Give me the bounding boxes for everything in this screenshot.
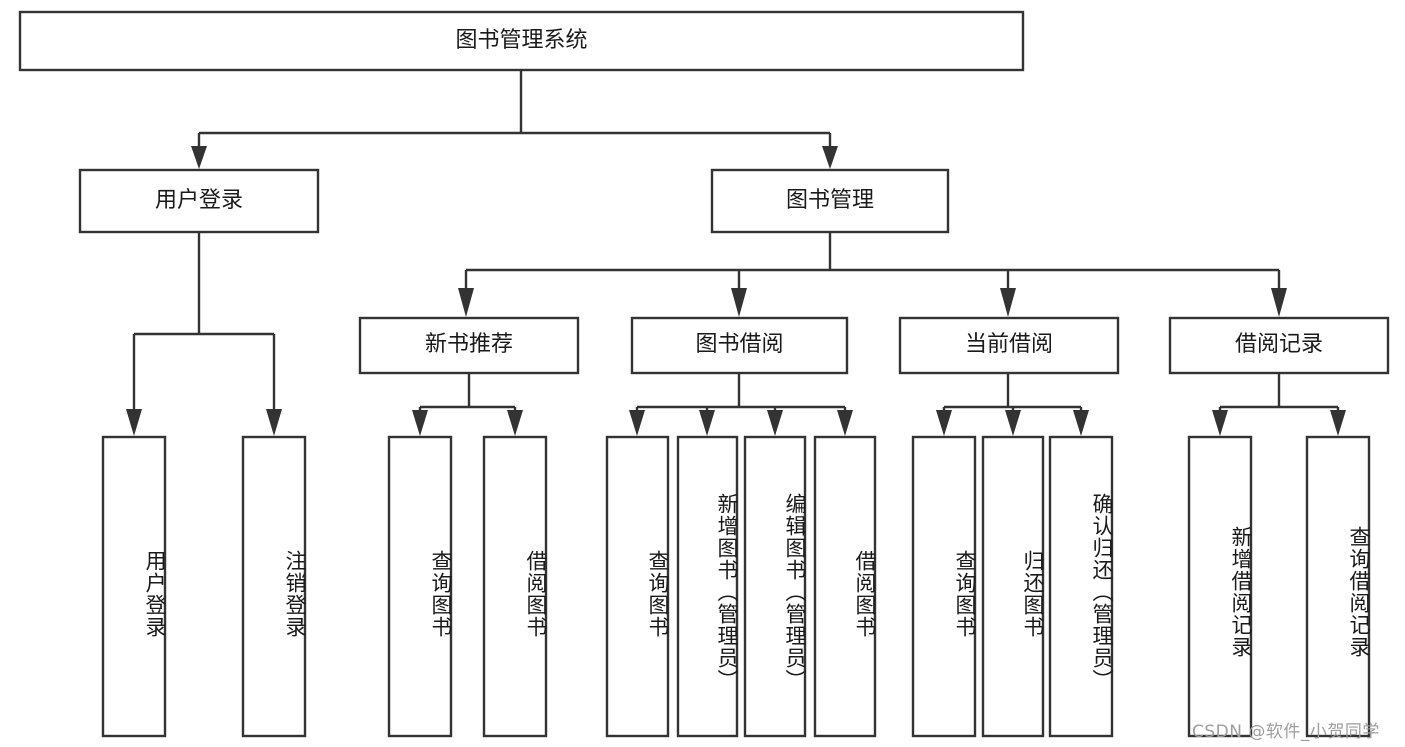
- arrow-leaf-1: [266, 409, 282, 436]
- connectors-borrowrecord-to-leaves: [1212, 373, 1346, 436]
- node-box-book-borrow[interactable]: [630, 316, 849, 375]
- arrow-to-current-borrow: [1000, 288, 1016, 317]
- arrow-leaf-2: [412, 410, 428, 436]
- leaf-box-7[interactable]: [813, 435, 877, 738]
- connectors-currentborrow-to-leaves: [936, 373, 1089, 436]
- node-box-new-book-recommend[interactable]: [358, 316, 580, 375]
- arrow-to-book-management: [822, 146, 838, 169]
- arrow-leaf-10: [1073, 410, 1089, 436]
- arrow-leaf-7: [837, 410, 853, 436]
- node-box-user-login[interactable]: [78, 168, 320, 234]
- connectors-bookborrow-to-leaves: [629, 373, 853, 436]
- leaf-box-3[interactable]: [482, 435, 548, 738]
- arrow-leaf-4: [629, 410, 645, 436]
- arrow-leaf-5: [699, 410, 715, 436]
- node-rectangles: [18, 10, 1390, 738]
- node-box-root[interactable]: [18, 10, 1025, 72]
- leaf-box-12[interactable]: [1305, 435, 1371, 738]
- leaf-box-0[interactable]: [101, 435, 167, 738]
- leaf-box-11[interactable]: [1187, 435, 1253, 738]
- arrow-leaf-12: [1330, 410, 1346, 436]
- connectors-newbook-to-leaves: [412, 373, 523, 436]
- arrow-leaf-9: [1005, 410, 1021, 436]
- arrow-to-new-book-recommend: [458, 288, 474, 317]
- leaf-box-4[interactable]: [605, 435, 670, 738]
- arrow-to-borrow-record: [1271, 288, 1287, 317]
- connectors-root-to-level2: [191, 70, 838, 169]
- leaf-box-8[interactable]: [911, 435, 977, 738]
- leaf-box-5[interactable]: [676, 435, 739, 738]
- leaf-box-10[interactable]: [1048, 435, 1114, 738]
- arrow-leaf-6: [767, 410, 783, 436]
- arrow-to-book-borrow: [731, 288, 747, 317]
- leaf-box-6[interactable]: [743, 435, 807, 738]
- leaf-box-2[interactable]: [387, 435, 453, 738]
- leaf-box-1[interactable]: [241, 435, 307, 738]
- arrow-leaf-3: [507, 410, 523, 436]
- arrow-to-user-login: [191, 146, 207, 169]
- node-box-borrow-record[interactable]: [1168, 316, 1390, 375]
- leaf-box-9[interactable]: [981, 435, 1045, 738]
- node-box-current-borrow[interactable]: [898, 316, 1120, 375]
- csdn-watermark: CSDN @软件_小贺同学: [1192, 722, 1380, 742]
- connectors-userlogin-to-leaves: [126, 232, 282, 436]
- arrow-leaf-11: [1212, 410, 1228, 436]
- arrow-leaf-0: [126, 409, 142, 436]
- node-box-book-management[interactable]: [710, 168, 950, 234]
- arrow-leaf-8: [936, 410, 952, 436]
- connectors-bookmgmt-to-level3: [458, 232, 1287, 317]
